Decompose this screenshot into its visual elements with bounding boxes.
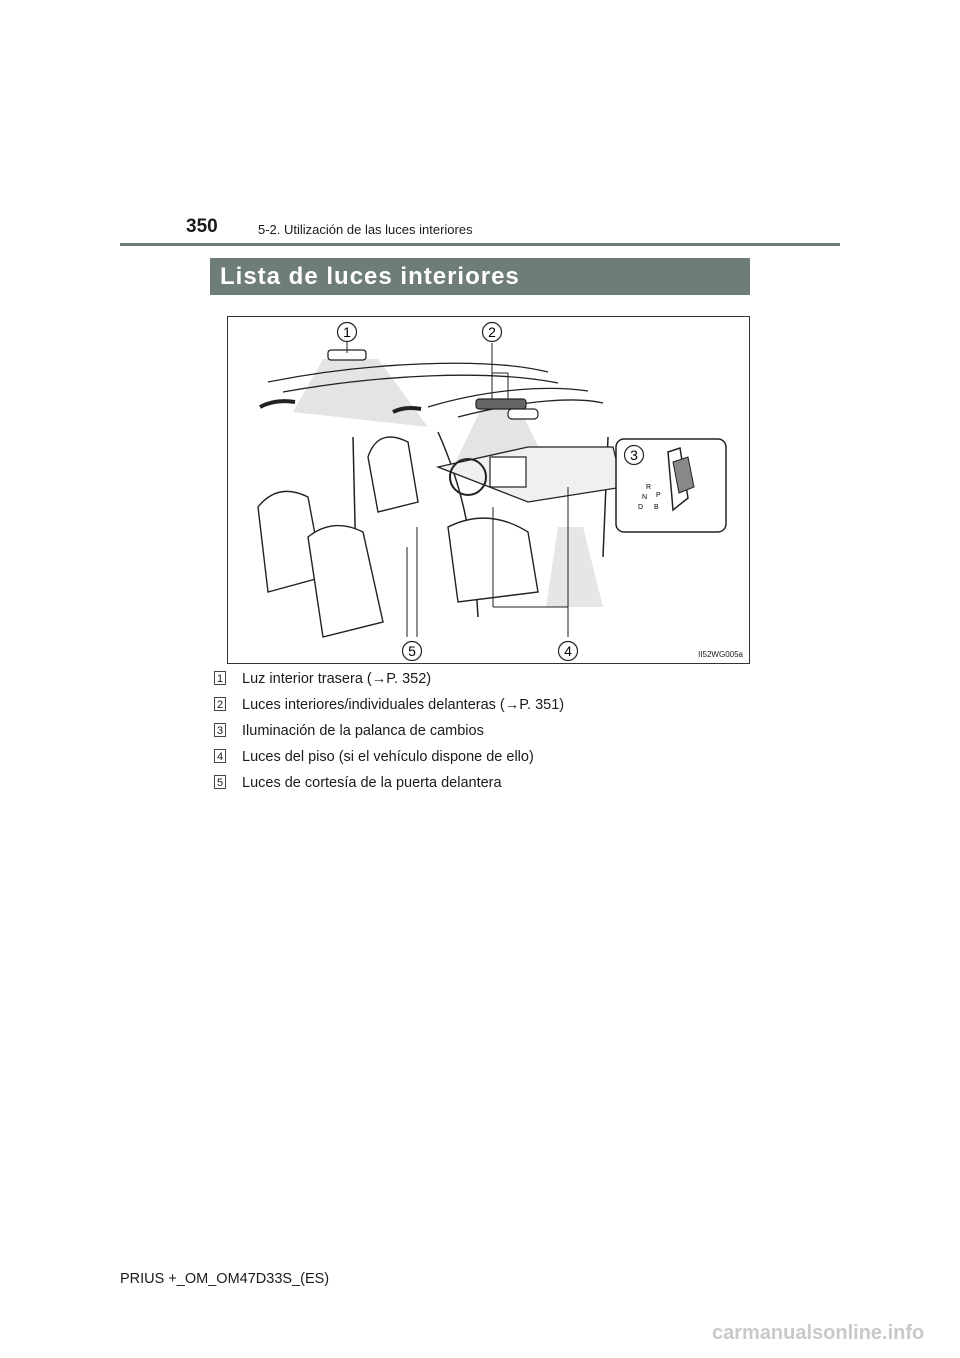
legend-text: Luces interiores/individuales delanteras…	[242, 697, 565, 713]
front-interior-light	[475, 398, 527, 410]
shift-letter-n: N	[642, 494, 647, 501]
floor-light-cone	[546, 527, 603, 607]
legend-number: 1	[214, 671, 226, 685]
legend-number: 2	[214, 697, 226, 711]
callout-4-label: 4	[564, 643, 572, 659]
callout-2: 2	[481, 321, 503, 343]
interior-lights-figure: R N D P B 1 2 3 4 5 II52WG005a	[227, 316, 750, 664]
footer-doc-code: PRIUS +_OM_OM47D33S_(ES)	[120, 1271, 330, 1287]
legend-item: 1 Luz interior trasera (→P. 352)	[214, 671, 754, 697]
watermark: carmanualsonline.info	[712, 1322, 925, 1344]
callout-1: 1	[336, 321, 358, 343]
callout-3: 3	[623, 444, 645, 466]
legend-text: Luces de cortesía de la puerta delantera	[242, 775, 502, 791]
callout-5-label: 5	[408, 643, 416, 659]
rear-light-cone	[293, 359, 428, 427]
legend-number: 4	[214, 749, 226, 763]
shift-letter-p: P	[656, 492, 661, 499]
callout-1-label: 1	[343, 324, 351, 340]
legend-item: 4 Luces del piso (si el vehículo dispone…	[214, 749, 754, 775]
shift-letter-d: D	[638, 504, 643, 511]
legend-text: Luces del piso (si el vehículo dispone d…	[242, 749, 534, 765]
car-interior-illustration: R N D P B 1 2 3 4 5	[257, 321, 727, 662]
figure-code: II52WG005a	[698, 650, 743, 659]
callout-4: 4	[557, 640, 579, 662]
legend-number: 5	[214, 775, 226, 789]
legend-text: Iluminación de la palanca de cambios	[242, 723, 484, 739]
header-rule	[120, 243, 840, 246]
section-title: Lista de luces interiores	[210, 258, 750, 295]
legend-number: 3	[214, 723, 226, 737]
legend-item: 2 Luces interiores/individuales delanter…	[214, 697, 754, 723]
legend-item: 3 Iluminación de la palanca de cambios	[214, 723, 754, 749]
legend-text: Luz interior trasera (→P. 352)	[242, 671, 432, 687]
legend-list: 1 Luz interior trasera (→P. 352) 2 Luces…	[214, 671, 754, 801]
shift-letter-r: R	[646, 484, 651, 491]
callout-5: 5	[401, 640, 423, 662]
shift-lever-inset: R N D P B	[615, 438, 727, 533]
callout-2-label: 2	[488, 324, 496, 340]
shift-letter-b: B	[654, 504, 659, 511]
section-path: 5-2. Utilización de las luces interiores	[258, 222, 473, 237]
legend-item: 5 Luces de cortesía de la puerta delante…	[214, 775, 754, 801]
page-number: 350	[186, 216, 218, 237]
callout-3-label: 3	[630, 447, 638, 463]
